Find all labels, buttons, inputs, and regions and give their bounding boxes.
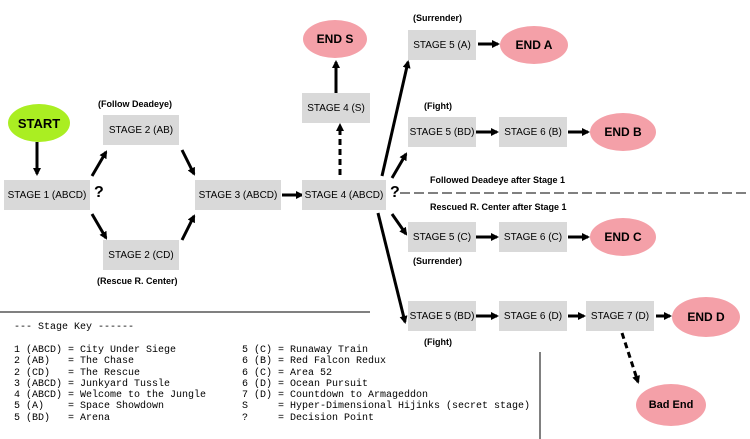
key-entry: 6 (D) = Ocean Pursuit (242, 378, 369, 390)
label-surrender-top: (Surrender) (413, 13, 463, 23)
stage3-node: STAGE 3 (ABCD) (195, 180, 281, 210)
stage2-cd-node: STAGE 2 (CD) (103, 240, 179, 270)
key-entry: 3 (ABCD) = Junkyard Tussle (14, 378, 171, 390)
stage4-s-node: STAGE 4 (S) (302, 93, 370, 123)
label-rescue-center: (Rescue R. Center) (97, 276, 178, 286)
stage1-node: STAGE 1 (ABCD) (4, 180, 90, 210)
arrow-stage1-stage2ab (90, 150, 108, 177)
arrow-stage4-stage5bd-top (390, 152, 408, 179)
arrow-stage4-stage5a (380, 60, 411, 177)
key-entry: 2 (AB) = The Chase (14, 356, 135, 368)
stage5-bd-top-node: STAGE 5 (BD) (408, 117, 476, 147)
key-entry: 7 (D) = Countdown to Armageddon (242, 390, 429, 402)
label-follow-deadeye: (Follow Deadeye) (98, 99, 173, 109)
bad-end-node: Bad End (636, 384, 706, 426)
key-entry: 6 (C) = Area 52 (242, 367, 333, 379)
end-b-node: END B (590, 113, 656, 151)
key-entry: ? = Decision Point (242, 412, 375, 424)
stage6-d-node: STAGE 6 (D) (499, 301, 567, 331)
stage5-a-node: STAGE 5 (A) (408, 30, 476, 60)
end-d-node: END D (672, 297, 740, 337)
stage-key-left: 1 (ABCD) = City Under Siege 2 (AB) = The… (14, 345, 206, 424)
stage-key-title: --- Stage Key ------ (14, 322, 135, 333)
start-node: START (8, 104, 70, 142)
stage6-c-node: STAGE 6 (C) (499, 222, 567, 252)
stage2-ab-node: STAGE 2 (AB) (103, 115, 179, 145)
arrow-stage4-stage5bd-bottom (376, 212, 408, 324)
end-c-node: END C (590, 218, 656, 256)
stage5-bd-bottom-node: STAGE 5 (BD) (408, 301, 476, 331)
stage6-b-node: STAGE 6 (B) (499, 117, 567, 147)
key-entry: 5 (C) = Runaway Train (242, 345, 369, 356)
stage4-node: STAGE 4 (ABCD) (302, 180, 386, 210)
arrow-stage2cd-stage3 (180, 214, 196, 241)
key-entry: S = Hyper-Dimensional Hijinks (secret st… (242, 401, 531, 413)
key-entry: 4 (ABCD) = Welcome to the Jungle (14, 390, 207, 402)
label-followed-after: Followed Deadeye after Stage 1 (430, 175, 566, 185)
key-entry: 6 (B) = Red Falcon Redux (242, 356, 387, 368)
end-a-node: END A (500, 26, 568, 64)
end-s-node: END S (303, 20, 367, 58)
key-entry: 2 (CD) = The Rescue (14, 367, 141, 379)
arrow-stage2ab-stage3 (180, 149, 196, 176)
decision-point-1: ? (94, 184, 104, 201)
arrow-stage7d-badend (620, 332, 640, 384)
label-rescued-after: Rescued R. Center after Stage 1 (430, 202, 567, 212)
key-entry: 5 (A) = Space Showdown (14, 401, 165, 413)
stage7-d-node: STAGE 7 (D) (586, 301, 654, 331)
decision-point-4: ? (390, 184, 400, 201)
key-entry: 1 (ABCD) = City Under Siege (14, 345, 177, 356)
label-fight-bottom: (Fight) (424, 337, 452, 347)
stage5-c-node: STAGE 5 (C) (408, 222, 476, 252)
stage-key-right: 5 (C) = Runaway Train 6 (B) = Red Falcon… (242, 345, 530, 424)
key-entry: 5 (BD) = Arena (14, 412, 111, 424)
arrow-stage4-stage5c (390, 213, 408, 236)
label-fight-top: (Fight) (424, 101, 452, 111)
label-surrender-mid: (Surrender) (413, 256, 463, 266)
arrow-stage1-stage2cd (90, 213, 108, 240)
